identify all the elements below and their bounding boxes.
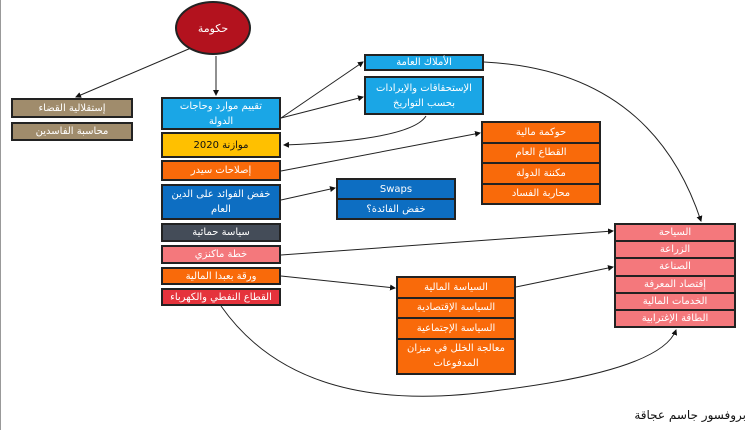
governance-item: محاربة الفساد (511, 188, 571, 200)
arrow-baabda-to-policies (280, 275, 396, 291)
sector-item: الخدمات المالية (616, 294, 734, 311)
arrow-root-to-judiciary (75, 47, 192, 98)
sector-item: السياحة (616, 225, 734, 243)
arrow-oil-to-sectors (220, 305, 678, 397)
sector-item: الزراعة (616, 242, 734, 260)
arrow-assets-to-sectors (483, 61, 703, 222)
node-accountability: محاسبة الفاسدين (11, 122, 133, 141)
sector-item: إقتصاد المعرفة (616, 277, 734, 294)
author-credit: بروفسور جاسم عجاقة (634, 408, 746, 422)
node-assess-resources: تقييم موارد وحاجات الدولة (161, 97, 281, 130)
arrow-to-revenues (280, 95, 364, 119)
arrow-mckinsey-to-sectors (280, 228, 614, 256)
arrow-debt-to-swaps (280, 186, 336, 201)
node-budget-2020: موازنة 2020 (161, 132, 281, 158)
node-cedre-reforms: إصلاحات سيدر (161, 160, 281, 181)
policy-item: السياسة الإجتماعية (398, 319, 514, 340)
sectors-group: السياحة الزراعة الصناعة إقتصاد المعرفة ا… (614, 223, 736, 328)
governance-item: القطاع العام (483, 144, 599, 164)
policy-item: السياسة المالية (398, 278, 514, 299)
node-revenues: الإستحقاقات والإيرادات بحسب التواريخ (364, 76, 484, 115)
arrow-revenues-to-budget (283, 115, 427, 148)
node-baabda-paper: ورقة بعبدا المالية (161, 267, 281, 285)
swaps-item: خفض الفائدة؟ (366, 203, 426, 215)
node-public-assets: الأملاك العامة (364, 54, 484, 71)
policies-group: السياسة المالية السياسة الإقتصادية السيا… (396, 276, 516, 375)
node-oil-electricity: القطاع النفطي والكهرباء (161, 288, 281, 306)
root-government-node: حكومة (175, 1, 251, 55)
sector-item: الطاقة الإغترابية (641, 312, 709, 324)
node-debt-interest: خفض الفوائد على الدين العام (161, 184, 281, 220)
node-protectionism: سياسة حمائية (161, 223, 281, 242)
governance-group: حوكمة مالية القطاع العام مكننة الدولة مح… (481, 121, 601, 205)
swaps-group: Swaps خفض الفائدة؟ (336, 178, 456, 220)
arrow-cedre-to-governance (280, 130, 481, 172)
policy-item: معالجة الخلل في ميزان المدفوعات (407, 343, 505, 370)
node-judiciary-independence: إستقلالية القضاء (11, 98, 133, 118)
arrow-to-public-assets (280, 61, 364, 119)
swaps-item: Swaps (338, 180, 454, 200)
arrow-policies-to-sectors (515, 265, 614, 288)
governance-item: مكننة الدولة (483, 164, 599, 185)
policy-item: السياسة الإقتصادية (398, 299, 514, 320)
sector-item: الصناعة (616, 259, 734, 277)
node-mckinsey: خطة ماكنزي (161, 245, 281, 264)
governance-item: حوكمة مالية (483, 123, 599, 144)
